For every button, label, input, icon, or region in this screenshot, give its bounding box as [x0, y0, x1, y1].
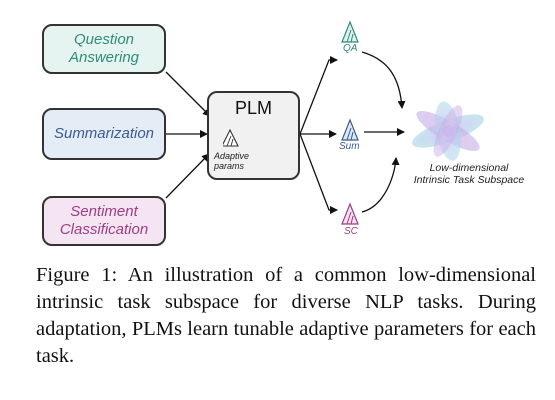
triangle-params-icon	[341, 118, 359, 141]
plm-box: PLM Adaptive params	[207, 91, 300, 180]
flower-subspace-icon	[412, 101, 484, 161]
plm-title: PLM	[234, 98, 272, 118]
triangle-params-icon	[341, 202, 359, 225]
arrow-sc-to-plm	[165, 153, 210, 199]
output-label-qa: QA	[343, 43, 358, 54]
arrow-sc-to-subspace	[361, 157, 400, 213]
triangle-params-icon	[341, 20, 359, 43]
arrow-plm-to-qa	[299, 56, 338, 135]
figure-diagram: Question Answering Summarization Sentime…	[42, 20, 525, 246]
figure-caption: Figure 1: An illustration of a common lo…	[36, 264, 536, 367]
task-box-summarization: Summarization	[42, 108, 166, 160]
output-label-sc: SC	[344, 226, 358, 237]
arrow-plm-to-sc	[299, 133, 338, 214]
arrow-qa-to-plm	[165, 71, 211, 117]
subspace-label: Low-dimensional Intrinsic Task Subspace	[413, 162, 525, 186]
task-box-sentiment-classification: Sentiment Classification	[42, 196, 166, 246]
output-label-sum: Sum	[339, 141, 360, 152]
task-box-question-answering: Question Answering	[42, 24, 166, 74]
diagram-canvas	[165, 20, 484, 225]
arrow-qa-to-subspace	[361, 51, 406, 109]
adaptive-params-icon	[223, 129, 239, 147]
adaptive-params-label: Adaptive params	[214, 151, 250, 171]
